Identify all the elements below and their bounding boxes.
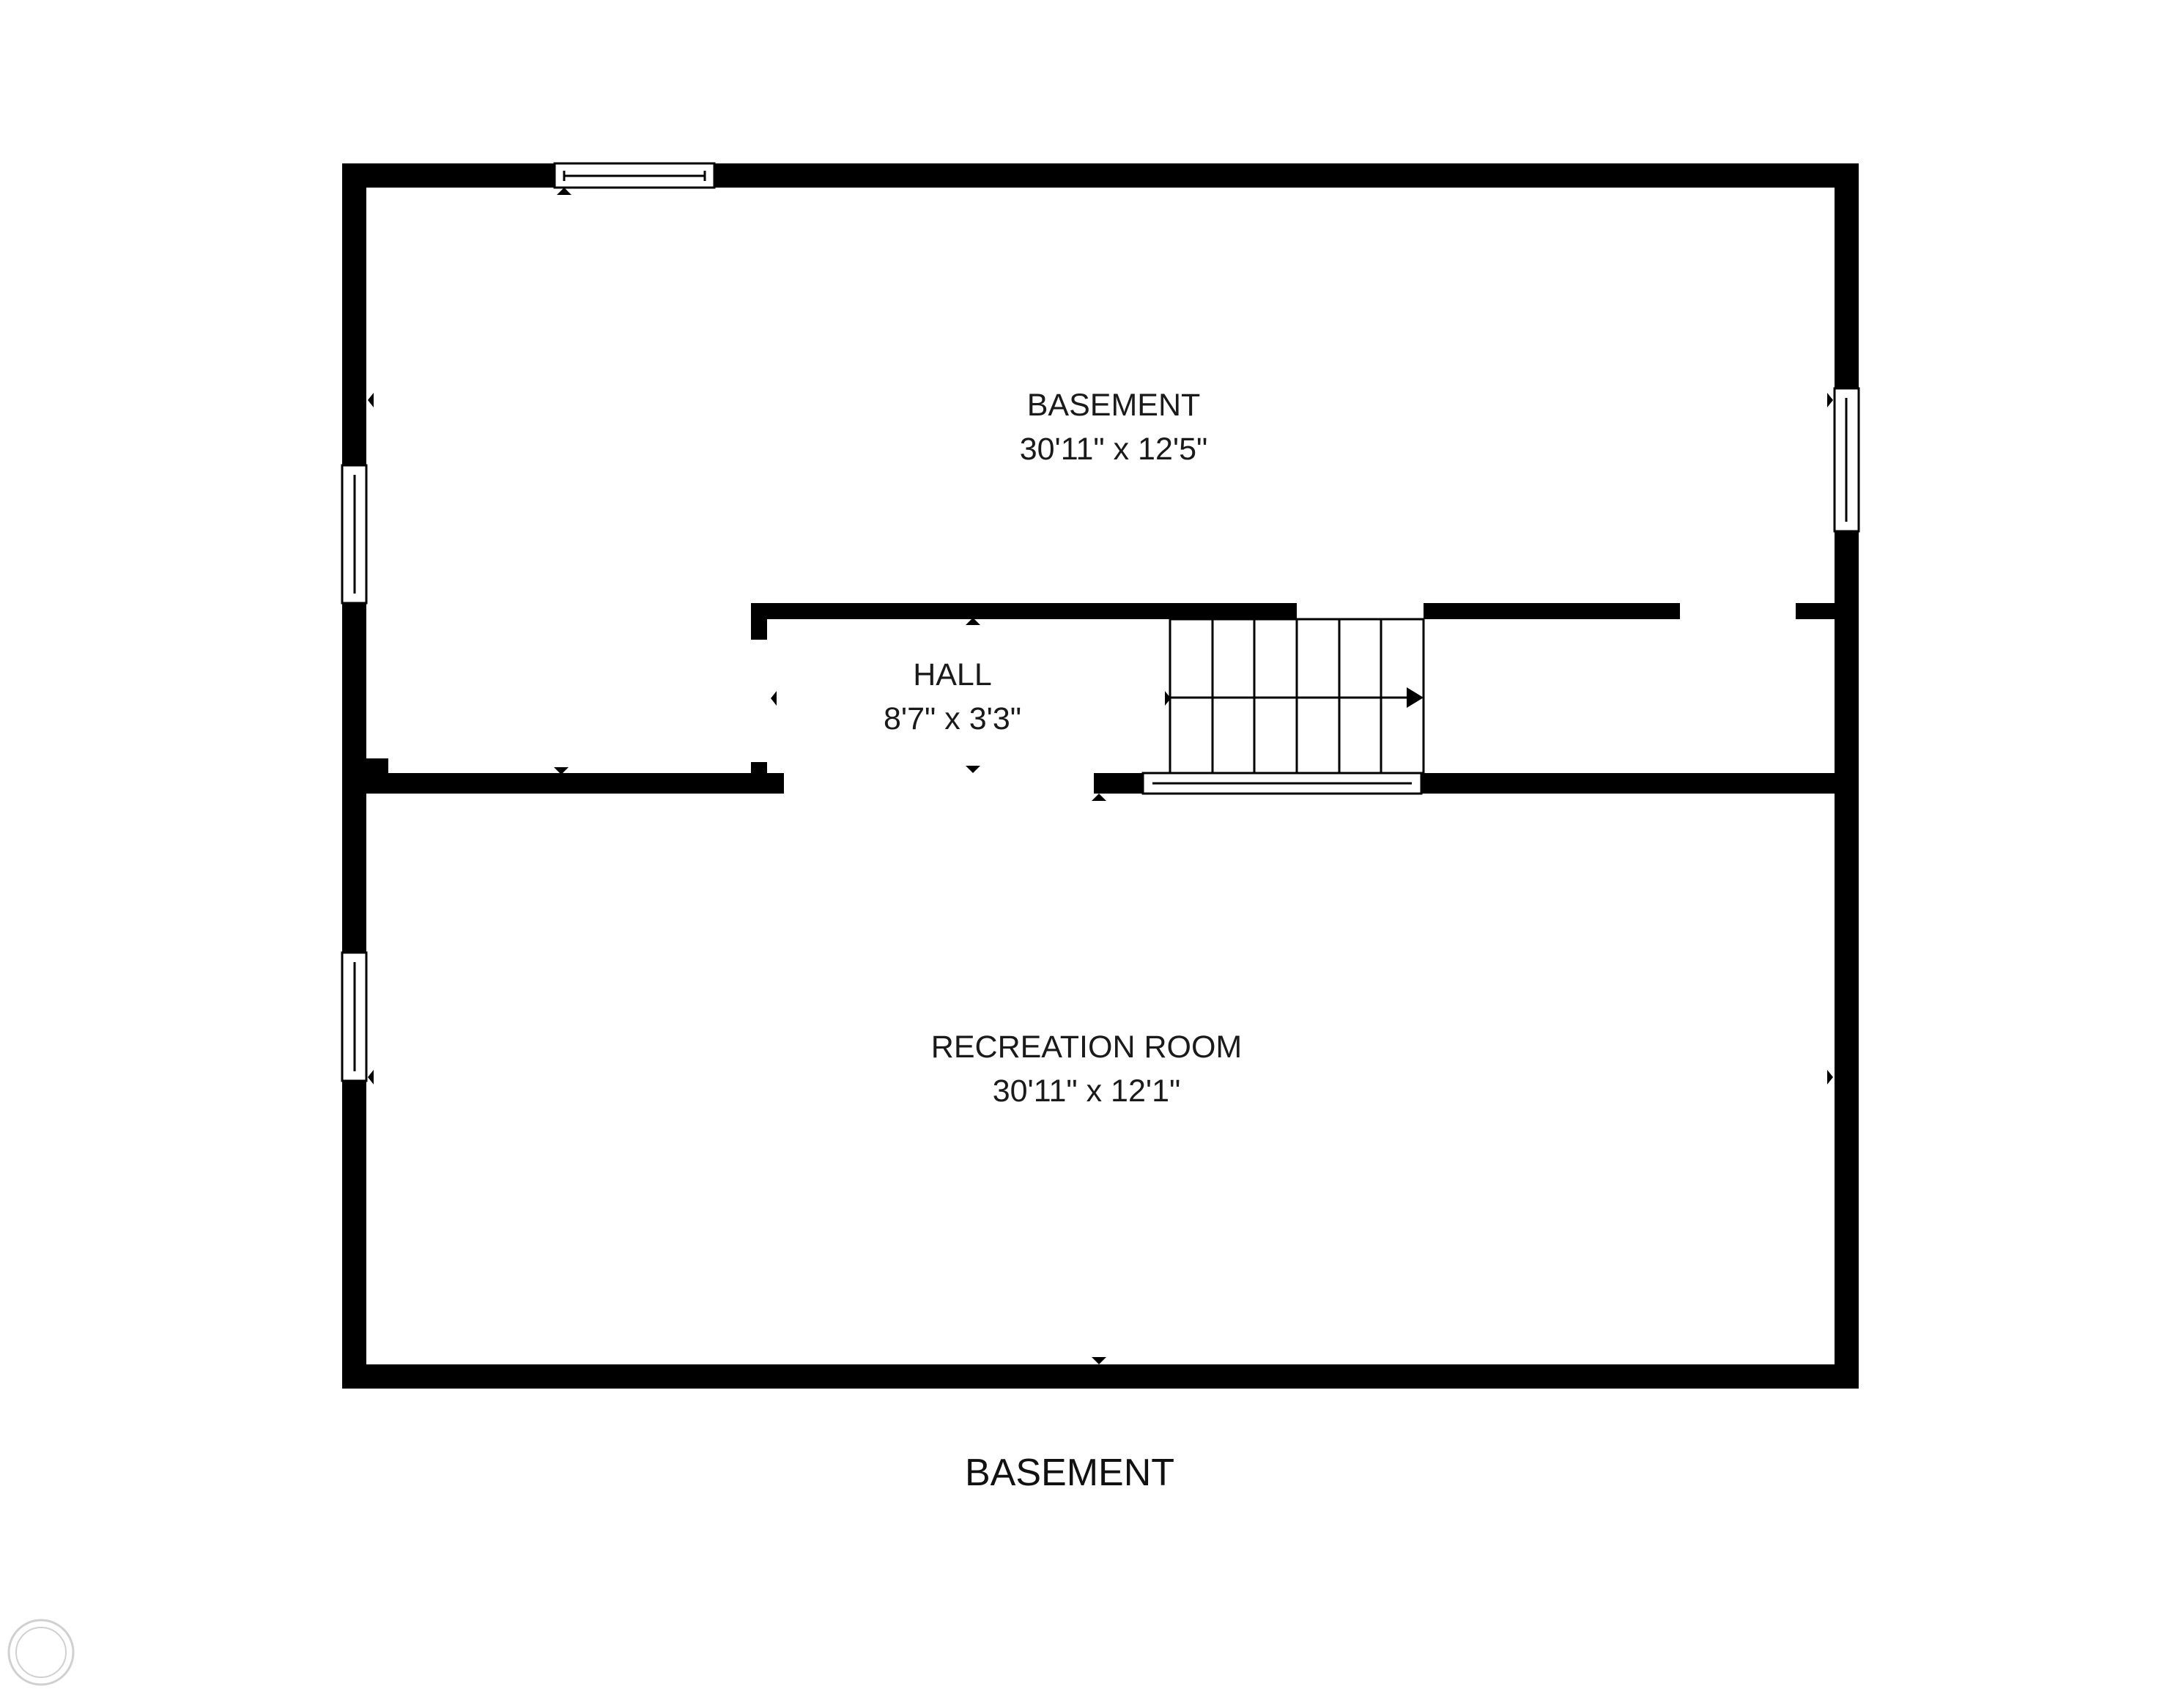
doorway-gap xyxy=(1680,603,1796,619)
middle-wall xyxy=(342,758,1859,794)
staircase xyxy=(1169,618,1425,775)
room-label-recreation-room: RECREATION ROOM xyxy=(930,1030,1243,1065)
window-right xyxy=(1833,387,1860,533)
window-left-upper xyxy=(341,464,368,605)
window-middle xyxy=(1141,772,1423,795)
dimension-ticks xyxy=(368,188,1833,1364)
floor-title: BASEMENT xyxy=(964,1452,1175,1494)
room-label-hall: HALL xyxy=(913,657,992,692)
room-dimensions-basement: 30'11" x 12'5" xyxy=(1019,432,1208,467)
window-left-lower xyxy=(341,951,368,1082)
brokerage-watermark-logo xyxy=(7,1619,75,1686)
window-top xyxy=(553,162,716,189)
hall-walls xyxy=(751,603,1859,778)
room-label-basement: BASEMENT xyxy=(1026,388,1201,423)
room-dimensions-hall: 8'7" x 3'3" xyxy=(884,701,1021,736)
room-dimensions-recreation-room: 30'11" x 12'1" xyxy=(992,1073,1181,1109)
